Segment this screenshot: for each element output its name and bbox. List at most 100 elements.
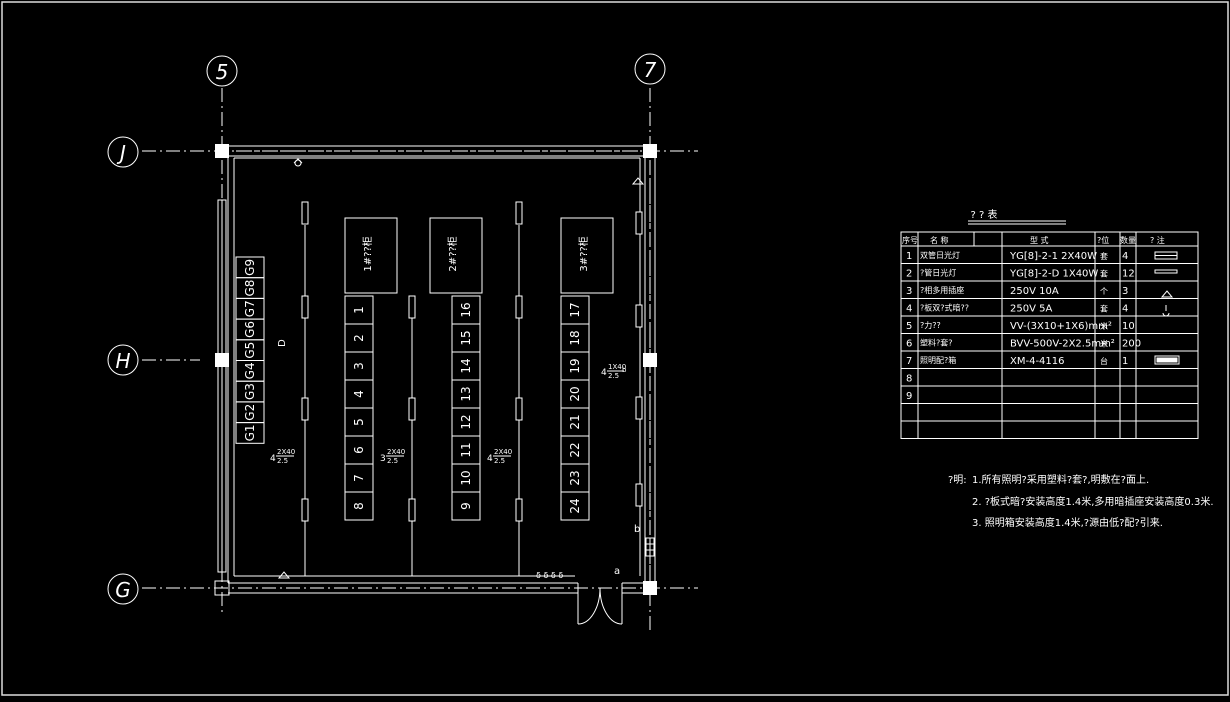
tube-lights xyxy=(301,201,643,522)
svg-text:4: 4 xyxy=(601,368,607,378)
legend-cell-no: 4 xyxy=(906,304,912,315)
legend-cell-unit: 米 xyxy=(1100,321,1108,331)
svg-text:G1: G1 xyxy=(243,424,257,441)
cell: 24 xyxy=(560,491,590,521)
legend-header-cell: 序号 xyxy=(902,235,918,245)
cabinet-3: 3#??柜 xyxy=(560,217,614,294)
svg-text:17: 17 xyxy=(568,302,582,317)
svg-text:20: 20 xyxy=(568,386,582,401)
svg-text:10: 10 xyxy=(459,470,473,485)
legend-cell-name: ?管日光灯 xyxy=(920,268,956,278)
legend-cell-qty: 12 xyxy=(1122,269,1135,280)
svg-text:3: 3 xyxy=(380,454,386,464)
legend-cell-unit: 个 xyxy=(1100,287,1108,296)
legend-cell-name: ?板双?式暗?? xyxy=(920,303,969,313)
svg-text:G6: G6 xyxy=(243,321,257,338)
mark-a: a xyxy=(614,566,620,577)
svg-text:2.5: 2.5 xyxy=(277,457,288,465)
svg-text:13: 13 xyxy=(459,386,473,401)
svg-text:2.5: 2.5 xyxy=(608,372,619,380)
wire-label-3: 4 2X40 2.5 xyxy=(487,448,512,465)
legend-cell-qty: 10 xyxy=(1122,321,1135,332)
note-1: 1.所有照明?采用塑料?套?,明敷在?面上. xyxy=(972,473,1149,486)
legend-cell-unit: 套 xyxy=(1100,304,1108,314)
svg-text:6: 6 xyxy=(352,446,366,454)
legend-cell-qty: 4 xyxy=(1122,304,1128,315)
svg-text:G5: G5 xyxy=(243,342,257,359)
cabinet-1: 1#??柜 xyxy=(344,217,398,294)
grid-bubble-G: G xyxy=(107,573,139,605)
legend-cell-no: 2 xyxy=(906,269,912,280)
svg-text:3#??柜: 3#??柜 xyxy=(577,236,590,271)
legend-cell-qty: 4 xyxy=(1122,251,1128,262)
svg-text:12: 12 xyxy=(459,414,473,429)
svg-text:H: H xyxy=(115,349,130,373)
legend-cell-model: XM-4-4116 xyxy=(1010,356,1065,367)
legend-header-cell: 数量 xyxy=(1120,235,1136,245)
svg-text:G3: G3 xyxy=(243,383,257,400)
svg-text:5: 5 xyxy=(216,60,229,84)
svg-text:J: J xyxy=(116,141,126,165)
mark-b: b xyxy=(634,524,640,535)
svg-text:G4: G4 xyxy=(243,362,257,379)
note-2: 2. ?板式暗?安装高度1.4米,多用暗插座安装高度0.3米. xyxy=(972,495,1214,508)
legend-cell-name: 双管日光灯 xyxy=(920,250,960,260)
grid-bubble-H: H xyxy=(107,344,139,376)
svg-text:3: 3 xyxy=(352,362,366,370)
legend-cell-name: 照明配?箱 xyxy=(920,355,956,365)
svg-text:19: 19 xyxy=(568,358,582,373)
svg-text:2: 2 xyxy=(352,334,366,342)
svg-text:2X40: 2X40 xyxy=(387,448,405,456)
legend-cell-no: 3 xyxy=(906,286,912,297)
mark-d: D xyxy=(277,339,288,347)
legend-cell-unit: 套 xyxy=(1100,269,1108,279)
svg-text:16: 16 xyxy=(459,302,473,317)
svg-text:9: 9 xyxy=(459,502,473,510)
legend-cell-name: 塑料?套? xyxy=(920,338,953,348)
svg-text:G2: G2 xyxy=(243,404,257,421)
legend-cell-qty: 1 xyxy=(1122,356,1128,367)
socket-symbols xyxy=(277,158,655,579)
legend-header-cell: ?位 xyxy=(1097,235,1109,245)
wire-label-1: 4 2X40 2.5 xyxy=(270,448,295,465)
svg-text:22: 22 xyxy=(568,442,582,457)
legend-cell-unit: 套 xyxy=(1100,251,1108,261)
svg-text:G9: G9 xyxy=(243,259,257,276)
legend-header-cell: 名 称 xyxy=(930,235,949,245)
legend-cell-no: 1 xyxy=(906,251,912,262)
legend-cell-no: 8 xyxy=(906,374,912,385)
legend-cell-no: 6 xyxy=(906,339,912,350)
svg-text:5: 5 xyxy=(352,418,366,426)
column-hollow xyxy=(214,580,230,596)
svg-text:1#??柜: 1#??柜 xyxy=(361,236,374,271)
wire-label-2: 3 2X40 2.5 xyxy=(380,448,405,465)
notes-block: ?明: 1.所有照明?采用塑料?套?,明敷在?面上. 2. ?板式暗?安装高度1… xyxy=(948,473,1214,529)
legend-cell-model: YG[8]-2-D 1X40W xyxy=(1009,269,1098,280)
cabinet-2: 2#??柜 xyxy=(429,217,483,294)
legend-title: ? ? 表 xyxy=(971,208,998,221)
svg-text:1X40: 1X40 xyxy=(608,363,626,371)
grid-bubble-7: 7 xyxy=(634,53,666,85)
legend-cell-no: 9 xyxy=(906,391,912,402)
cell: 8 xyxy=(344,491,374,521)
grid-bubble-5: 5 xyxy=(206,55,238,87)
svg-text:G7: G7 xyxy=(243,300,257,317)
svg-text:21: 21 xyxy=(568,414,582,429)
legend-cell-model: YG[8]-2-1 2X40W xyxy=(1009,251,1097,262)
notes-prefix: ?明: xyxy=(948,474,967,486)
svg-text:2X40: 2X40 xyxy=(494,448,512,456)
switch-symbols: δ δ δ δ xyxy=(536,571,563,580)
legend-symbols xyxy=(1154,251,1180,365)
legend-cell-model: 250V 10A xyxy=(1010,286,1059,297)
svg-text:4: 4 xyxy=(352,390,366,398)
svg-text:15: 15 xyxy=(459,330,473,345)
svg-text:4: 4 xyxy=(270,454,276,464)
cell-column-g: G1 G2 G3 G4 G5 G6 G7 G8 G9 xyxy=(235,256,265,444)
door xyxy=(577,583,623,625)
cell: 9 xyxy=(451,491,481,521)
svg-text:G8: G8 xyxy=(243,280,257,297)
